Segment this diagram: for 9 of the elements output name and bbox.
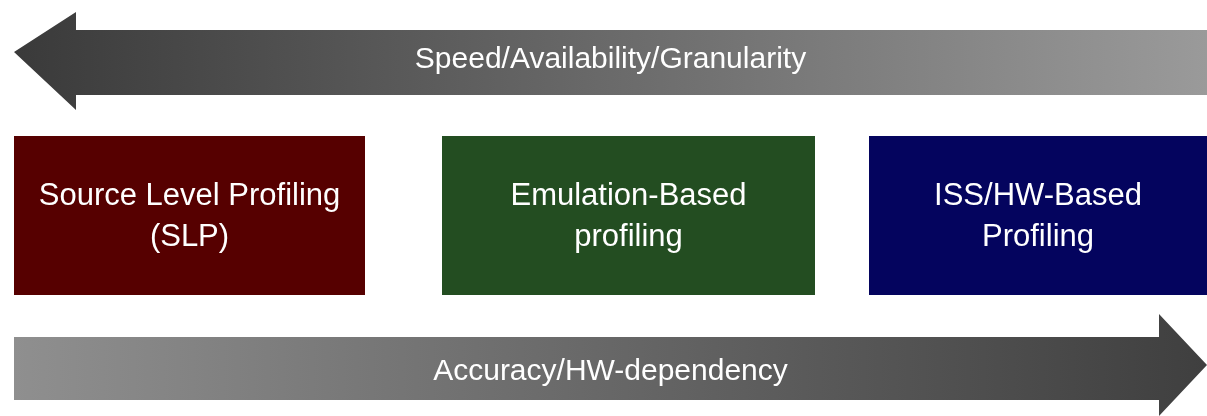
process-box	[869, 136, 1207, 295]
arrow-label: Accuracy/HW-dependency	[433, 351, 788, 388]
process-box	[442, 136, 815, 295]
arrow-band	[14, 314, 1207, 416]
box-label: ISS/HW-Based Profiling	[933, 176, 1143, 255]
box-label: Source Level Profiling (SLP)	[37, 176, 342, 255]
arrow-label: Speed/Availability/Granularity	[414, 39, 807, 76]
box-label: Emulation-Based profiling	[509, 176, 748, 255]
process-box	[14, 136, 365, 295]
